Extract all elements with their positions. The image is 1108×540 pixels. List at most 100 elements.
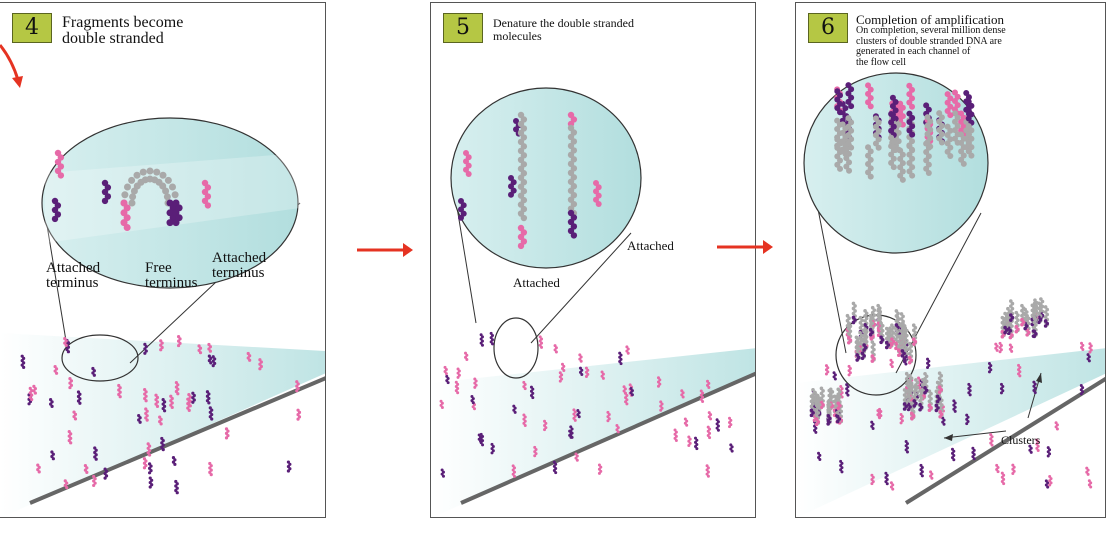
dna-bead <box>123 224 131 231</box>
dna-bead <box>894 346 898 351</box>
dna-bead <box>575 458 579 462</box>
zoom-circle <box>450 87 642 269</box>
dna-bead <box>848 144 855 151</box>
dna-bead <box>879 340 883 345</box>
dna-bead <box>875 144 882 151</box>
dna-bead <box>934 408 939 413</box>
dna-bead <box>867 103 874 110</box>
dna-bead <box>987 370 991 374</box>
dna-bead <box>73 417 78 421</box>
dna-bead <box>224 436 229 440</box>
dna-bead <box>138 420 142 424</box>
dna-bead <box>155 404 160 408</box>
dna-bead <box>876 333 881 338</box>
dna-bead <box>926 365 930 369</box>
dna-bead <box>884 345 889 350</box>
dna-bead <box>208 349 212 353</box>
dna-bead <box>508 191 514 198</box>
zoomed-strands <box>458 111 602 250</box>
dna-bead <box>855 358 859 362</box>
dna-bead <box>909 172 916 179</box>
dna-bead <box>465 171 472 177</box>
dna-bead <box>938 139 945 146</box>
dna-bead <box>577 415 581 419</box>
dna-bead <box>520 214 528 222</box>
dna-bead <box>209 361 213 365</box>
dna-bead <box>148 453 152 457</box>
dna-bead <box>258 367 262 371</box>
dna-bead <box>824 372 828 376</box>
dna-bead <box>968 393 972 397</box>
dna-bead <box>938 414 942 419</box>
dna-bead <box>162 409 167 413</box>
dna-bead <box>716 428 720 432</box>
next-step-arrow <box>717 240 773 254</box>
dna-bead <box>833 377 837 381</box>
dna-bead <box>1046 454 1050 458</box>
dna-bead <box>960 160 967 167</box>
dna-bead <box>540 345 544 349</box>
dna-bead <box>248 358 252 362</box>
dna-bead <box>923 390 927 395</box>
dna-bead <box>176 343 181 348</box>
panel-completion: 6 Completion of amplification On complet… <box>795 2 1106 518</box>
dna-bead <box>911 342 916 347</box>
dna-bead <box>517 242 525 250</box>
dna-bead <box>601 376 605 380</box>
subtitle-line: generated in each channel of <box>856 46 971 57</box>
dna-bead <box>580 372 584 376</box>
dna-bead <box>286 469 291 473</box>
dna-bead <box>37 470 41 474</box>
dna-bead <box>685 423 689 427</box>
panel-denature: 5 Denature the double stranded molecules… <box>430 2 756 518</box>
dna-bead <box>562 369 566 373</box>
dna-bead <box>147 471 152 475</box>
incoming-arrow <box>0 44 23 88</box>
step-number: 4 <box>12 13 52 43</box>
dna-bead <box>1089 485 1093 489</box>
zoomed-clusters <box>834 82 975 183</box>
dna-bead <box>456 375 460 379</box>
dna-bead <box>920 474 924 478</box>
dna-bead <box>1081 348 1085 352</box>
dna-bead <box>910 416 914 421</box>
dna-bead <box>523 423 527 427</box>
dna-bead <box>597 471 601 475</box>
dna-bead <box>826 422 830 426</box>
dna-bead <box>473 385 477 389</box>
dna-bead <box>68 385 72 390</box>
dna-bead <box>295 389 299 393</box>
dna-bead <box>1000 334 1005 339</box>
dna-bead <box>995 348 999 352</box>
flow-cell-surface <box>431 348 755 517</box>
dna-bead <box>456 391 460 395</box>
dna-bead <box>1086 472 1090 476</box>
dna-bead <box>907 360 912 365</box>
dna-bead <box>619 362 623 366</box>
dna-bead <box>94 457 98 461</box>
dna-bead <box>101 197 109 205</box>
dna-bead <box>1088 350 1092 354</box>
dna-bead <box>896 353 901 358</box>
step-number: 6 <box>808 13 848 43</box>
dna-bead <box>118 395 122 399</box>
dna-bead <box>92 373 96 377</box>
flow-cell-surface <box>796 348 1105 517</box>
panel-title: Denature the double stranded molecules <box>493 17 634 42</box>
dna-bead <box>885 482 889 486</box>
dna-bead <box>27 402 31 406</box>
panel-title: Fragments become double stranded <box>62 15 183 47</box>
dna-bead <box>166 219 174 227</box>
dna-bead <box>198 351 203 355</box>
dna-bead <box>159 422 163 426</box>
dna-bead <box>579 359 583 363</box>
dna-bead <box>296 417 300 421</box>
dna-bead <box>871 426 875 430</box>
dna-bead <box>33 391 37 395</box>
small-zoom-circle <box>61 334 139 382</box>
dna-bead <box>899 121 906 128</box>
dna-bead <box>584 374 588 378</box>
dna-bead <box>513 410 517 414</box>
dna-bead <box>441 474 445 478</box>
